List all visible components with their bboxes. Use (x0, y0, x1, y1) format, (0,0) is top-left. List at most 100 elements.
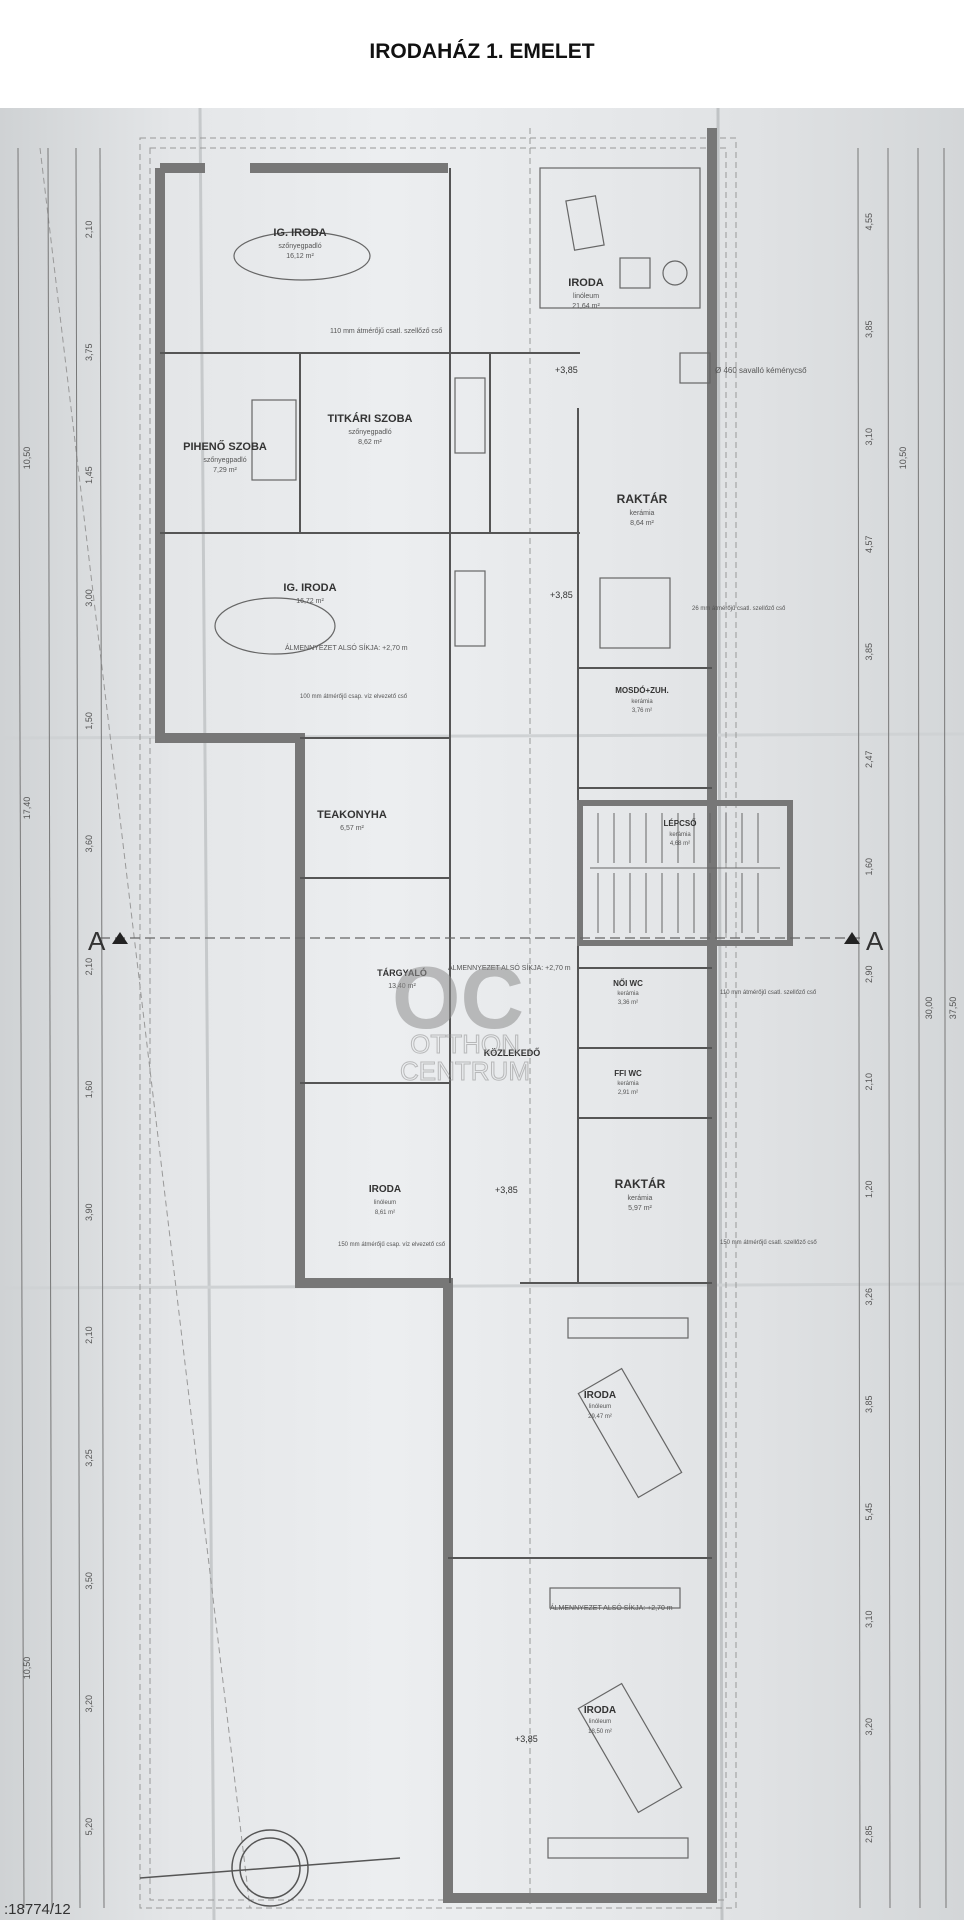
section-arrow-icon (844, 932, 860, 944)
annotation-notes: 110 mm átmérőjű csatl. szellőző cső Ø 46… (285, 328, 817, 1612)
room-area: 8,64 m² (630, 520, 654, 527)
dimension-label: 4,57 (864, 535, 874, 553)
level-mark: +3,85 (555, 365, 578, 375)
dimension-label: 2,10 (864, 1073, 874, 1091)
floor-plan-sheet: A A IG. IRODA szőnyegpadló 16,12 m² IROD… (0, 108, 964, 1920)
page-title: IRODAHÁZ 1. EMELET (369, 40, 595, 63)
section-mark: A (88, 926, 106, 956)
dimension-chains-left (17, 147, 105, 1909)
room-area: 6,57 m² (340, 825, 364, 832)
room-area: 4,68 m² (670, 841, 690, 847)
dimension-label: 1,60 (864, 858, 874, 876)
dimension-label: 10,50 (22, 447, 32, 470)
level-mark: +3,85 (515, 1734, 538, 1744)
note: 100 mm átmérőjű csap. víz elvezető cső (300, 694, 408, 700)
dimension-label: 3,20 (84, 1695, 94, 1713)
boundary-lines (39, 128, 737, 1909)
dimension-label: 3,85 (864, 643, 874, 661)
room-area: 3,76 m² (632, 708, 652, 714)
room-area: 16,72 m² (296, 598, 324, 605)
note: ÁLMENNYEZET ALSÓ SÍKJA: +2,70 m (448, 963, 571, 972)
room-area: 29,47 m² (588, 1414, 612, 1420)
watermark-text: CENTRUM (400, 1056, 530, 1086)
dimension-label: 10,50 (898, 447, 908, 470)
room-area: 3,36 m² (618, 1000, 638, 1006)
dimension-label: 3,50 (84, 1572, 94, 1590)
dimension-label: 3,75 (84, 344, 94, 362)
interior-walls (160, 168, 712, 1559)
section-arrow-icon (112, 932, 128, 944)
room-floor: linóleum (374, 1200, 396, 1206)
dimension-label: 3,25 (84, 1449, 94, 1467)
dimension-label: 2,10 (84, 958, 94, 976)
room-name: LÉPCSŐ (664, 819, 697, 828)
dimension-label: 3,10 (864, 428, 874, 446)
paper-fold (198, 108, 216, 1920)
dimension-label: 4,55 (864, 213, 874, 231)
note: ÁLMENNYEZET ALSÓ SÍKJA: +2,70 m (550, 1603, 673, 1612)
dimension-label: 2,47 (864, 750, 874, 768)
dimension-label: 1,45 (84, 466, 94, 484)
dimension-labels-left: 2,103,751,453,001,503,602,101,603,902,10… (84, 221, 94, 1836)
dimension-label: 2,85 (864, 1825, 874, 1843)
room-area: 21,64 m² (572, 303, 600, 310)
note: ÁLMENNYEZET ALSÓ SÍKJA: +2,70 m (285, 643, 408, 652)
room-labels: IG. IRODA szőnyegpadló 16,12 m² IRODA li… (183, 227, 696, 1735)
paper-fold (716, 108, 724, 1920)
room-name: TÁRGYALÓ (377, 967, 427, 978)
note: 110 mm átmérőjű csatl. szellőző cső (330, 328, 442, 335)
dimension-label: 5,45 (864, 1503, 874, 1521)
staircase (577, 800, 793, 946)
room-name: IG. IRODA (273, 227, 326, 239)
note: 150 mm átmérőjű csap. víz elvezető cső (338, 1242, 446, 1248)
room-name: IRODA (369, 1184, 401, 1195)
room-name: PIHENŐ SZOBA (183, 440, 267, 453)
room-area: 8,61 m² (375, 1210, 395, 1216)
note: 26 mm átmérőjű csatl. szellőző cső (692, 606, 786, 612)
dimension-label: 5,20 (84, 1818, 94, 1836)
room-name: TEAKONYHA (317, 809, 387, 821)
room-name: FFI WC (614, 1069, 642, 1078)
room-floor: kerámia (617, 991, 639, 997)
room-area: 8,62 m² (358, 439, 382, 446)
room-name: IRODA (584, 1705, 616, 1716)
room-name: IG. IRODA (283, 582, 336, 594)
dimension-chains-right (857, 147, 947, 1909)
level-mark: +3,85 (495, 1185, 518, 1195)
room-floor: linóleum (589, 1404, 611, 1410)
room-area: 13,40 m² (388, 983, 416, 990)
drawing-number: :18774/12 (4, 1901, 71, 1918)
dimension-label: 10,50 (22, 1657, 32, 1680)
note: 150 mm átmérőjű csatl. szellőző cső (720, 1240, 817, 1246)
dimension-label: 17,40 (22, 797, 32, 820)
room-floor: szőnyegpadló (348, 429, 391, 436)
room-name: IRODA (568, 277, 604, 289)
level-marks: +3,85 +3,85 +3,85 +3,85 (495, 365, 578, 1744)
dimension-label: 3,85 (864, 320, 874, 338)
room-floor: linóleum (589, 1719, 611, 1725)
dimension-label: 1,60 (84, 1081, 94, 1099)
dimension-label: 3,60 (84, 835, 94, 853)
dimension-label: 2,90 (864, 965, 874, 983)
north-arrow-icon (139, 1829, 401, 1907)
note: 110 mm átmérőjű csatl. szellőző cső (720, 990, 817, 996)
room-name: RAKTÁR (615, 1176, 666, 1191)
room-floor: szőnyegpadló (203, 457, 246, 464)
dimension-label: 3,26 (864, 1288, 874, 1306)
watermark: OC OTTHON CENTRUM (392, 948, 531, 1087)
room-area: 18,50 m² (588, 1729, 612, 1735)
dimension-label: 3,90 (84, 1204, 94, 1222)
room-name: NŐI WC (613, 979, 643, 988)
room-floor: kerámia (628, 1195, 653, 1202)
dimension-label: 3,20 (864, 1718, 874, 1736)
watermark-text: OTTHON (410, 1029, 520, 1059)
level-mark: +3,85 (550, 590, 573, 600)
room-name: KÖZLEKEDŐ (484, 1047, 541, 1058)
dimension-label: 3,85 (864, 1395, 874, 1413)
dimension-label: 1,20 (864, 1180, 874, 1198)
dimension-label: 30,00 (924, 997, 934, 1020)
furniture (214, 167, 711, 1859)
room-floor: szőnyegpadló (278, 243, 321, 250)
floor-plan: A A IG. IRODA szőnyegpadló 16,12 m² IROD… (0, 108, 964, 1920)
